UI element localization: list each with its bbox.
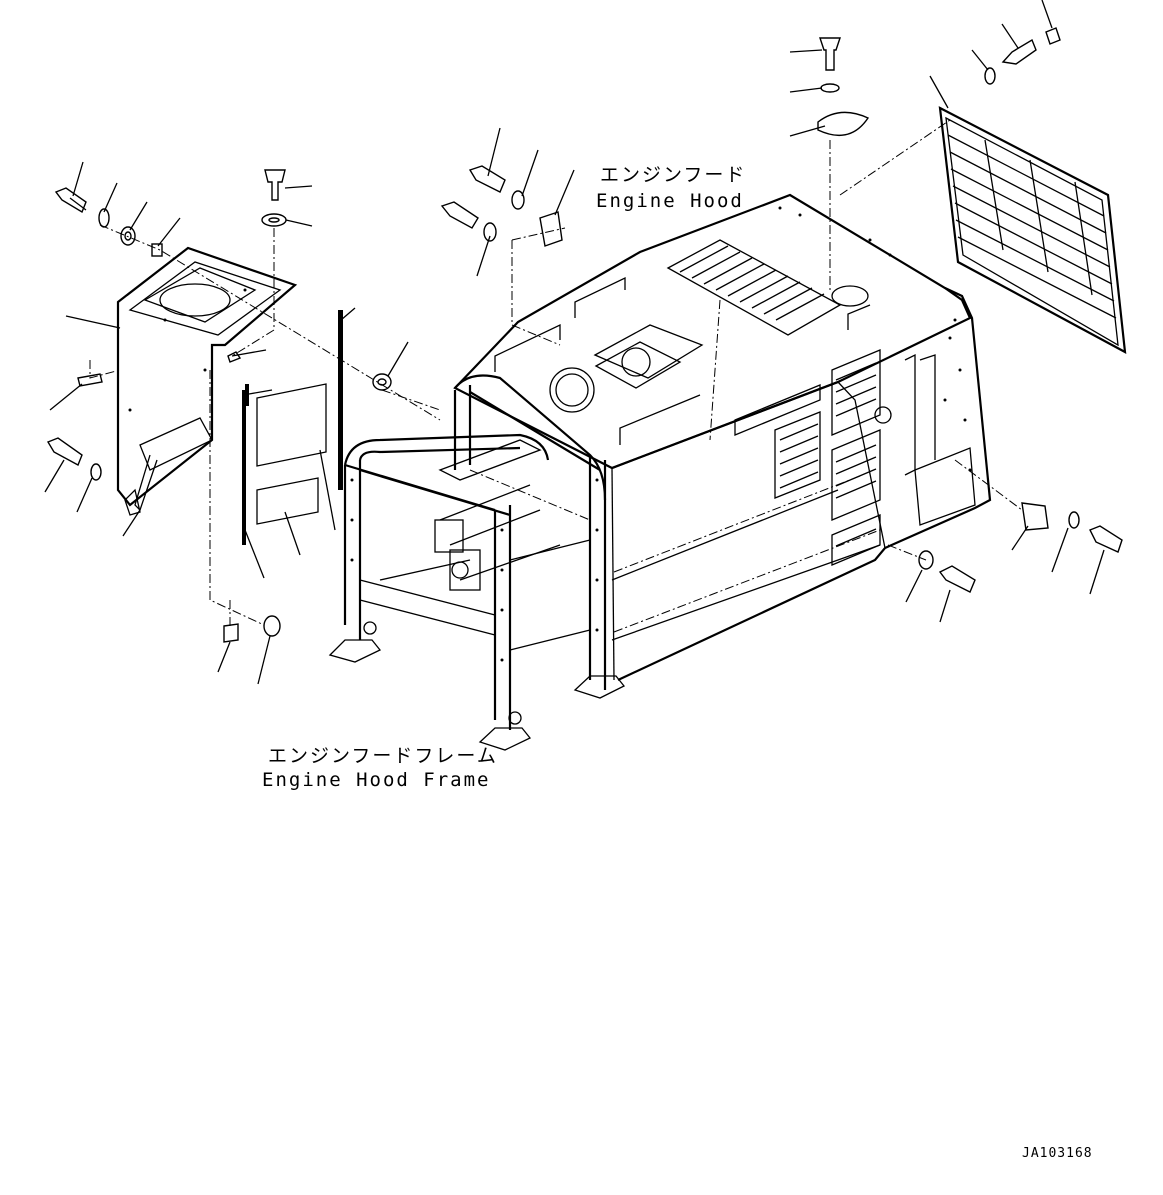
leader-lines [44, 0, 1105, 685]
engine-hood-frame-label-jp: エンジンフードフレーム [268, 745, 498, 767]
side-louvres [734, 349, 881, 566]
engine-hood-frame [328, 374, 626, 751]
fasteners [46, 27, 1123, 637]
engine-hood-frame-label-en: Engine Hood Frame [262, 769, 491, 791]
engine-hood-label-jp: エンジンフード [600, 164, 747, 186]
engine-hood-label-en: Engine Hood [596, 190, 744, 212]
top-grille [666, 239, 842, 336]
left-side-door [116, 246, 298, 516]
drawing-code: JA103168 [1022, 1146, 1093, 1161]
seal-strips [77, 310, 343, 643]
rear-grille-panel [938, 106, 1127, 354]
engine-hood [453, 193, 992, 681]
bolt-1 [54, 187, 87, 214]
assembly-lines [89, 119, 1023, 626]
